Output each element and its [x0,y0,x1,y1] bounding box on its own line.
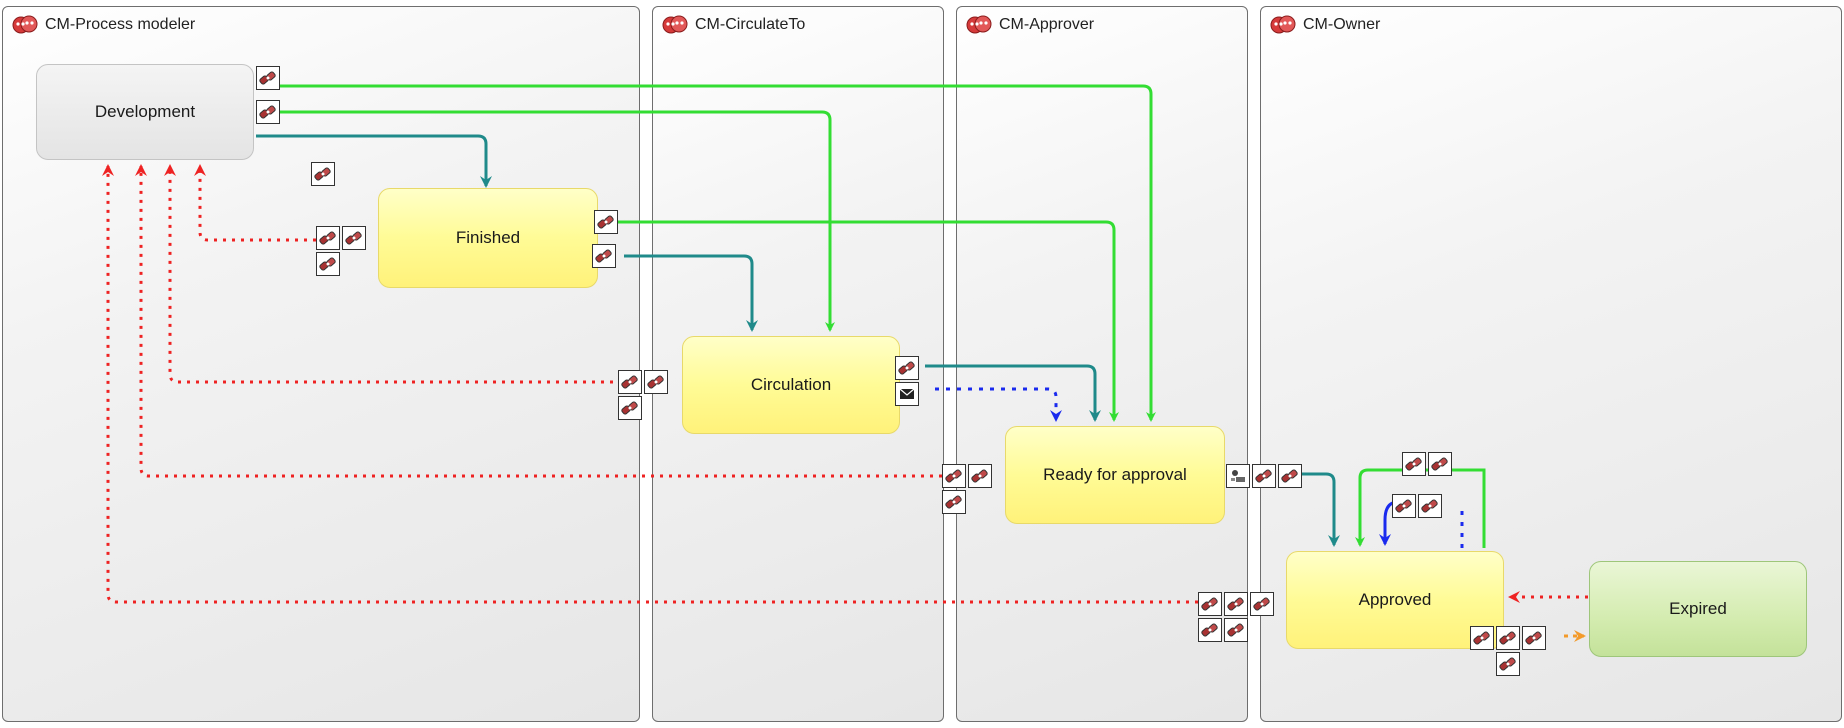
action-link-icon[interactable] [644,370,668,394]
lane-header: CM-Process modeler [11,13,195,37]
state-label: Circulation [750,375,832,394]
lane-title: CM-Approver [999,16,1095,33]
script-action-icon[interactable] [1226,464,1250,488]
transition-development-to-ready [268,84,1156,422]
action-link-icon[interactable] [594,210,618,234]
action-link-icon[interactable] [592,244,616,268]
action-link-icon[interactable] [618,370,642,394]
role-masks-icon [662,15,688,34]
transition-approved-loop [1355,468,1486,548]
state-ready-for-approval[interactable]: Ready for approval [1005,426,1225,524]
state-label: Approved [1358,590,1432,609]
action-link-icon[interactable] [618,396,642,420]
action-link-icon[interactable] [1278,464,1302,488]
action-link-icon[interactable] [1198,592,1222,616]
return-circulation-to-development [164,164,622,384]
transition-development-to-finished [256,134,492,188]
role-masks-icon [1270,15,1296,34]
action-link-icon[interactable] [1522,626,1546,650]
return-ready-to-development [135,164,942,478]
action-link-icon[interactable] [1496,652,1520,676]
action-link-icon[interactable] [316,252,340,276]
action-link-icon[interactable] [1198,618,1222,642]
state-label: Ready for approval [1043,465,1187,484]
state-expired[interactable]: Expired [1589,561,1807,657]
role-masks-icon [12,15,38,34]
action-link-icon[interactable] [1496,626,1520,650]
action-link-icon[interactable] [1402,452,1426,476]
action-link-icon[interactable] [256,66,280,90]
action-link-icon[interactable] [311,162,335,186]
return-finished-to-development [194,164,316,242]
state-circulation[interactable]: Circulation [682,336,900,434]
return-approved-to-development [102,164,1198,604]
action-link-icon[interactable] [256,100,280,124]
transition-finished-to-ready [600,220,1119,422]
lane-header: CM-Owner [1269,13,1380,37]
action-link-icon[interactable] [1250,592,1274,616]
state-approved[interactable]: Approved [1286,551,1504,649]
lane-header: CM-CirculateTo [661,13,805,37]
action-link-icon[interactable] [1252,464,1276,488]
lane-title: CM-CirculateTo [695,16,806,33]
transition-circulation-to-ready [925,364,1101,422]
state-development[interactable]: Development [36,64,254,160]
state-label: Finished [455,228,521,247]
transition-ready-to-approved [1294,472,1340,547]
state-label: Development [94,102,196,121]
action-link-icon[interactable] [316,226,340,250]
state-label: Expired [1669,599,1727,618]
action-link-icon[interactable] [895,356,919,380]
transition-development-to-circulation [268,110,835,332]
action-link-icon[interactable] [942,464,966,488]
action-link-icon[interactable] [342,226,366,250]
role-masks-icon [966,15,992,34]
action-link-icon[interactable] [1418,494,1442,518]
lane-title: CM-Process modeler [45,16,196,33]
action-link-icon[interactable] [1428,452,1452,476]
state-finished[interactable]: Finished [378,188,598,288]
action-link-icon[interactable] [942,490,966,514]
lane-header: CM-Approver [965,13,1094,37]
action-link-icon[interactable] [1470,626,1494,650]
action-link-icon[interactable] [1392,494,1416,518]
mail-envelope-icon[interactable] [895,382,919,406]
action-link-icon[interactable] [1224,592,1248,616]
action-link-icon[interactable] [1224,618,1248,642]
transition-finished-to-circulation [624,254,758,332]
lane-title: CM-Owner [1303,16,1381,33]
action-link-icon[interactable] [968,464,992,488]
mail-transition-circulation-to-ready [935,387,1062,422]
